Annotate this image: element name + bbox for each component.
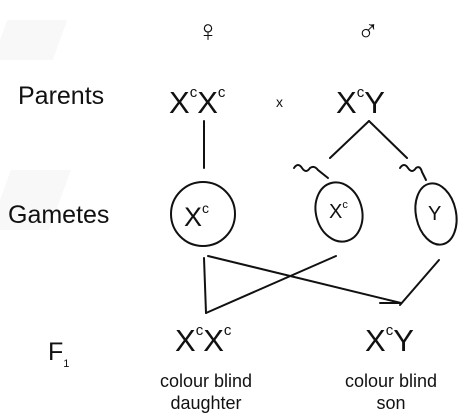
son-phenotype: colour blind son [331, 370, 451, 414]
sperm1-tail [293, 164, 329, 179]
son-genotype: XcY [365, 322, 414, 358]
daughter-phenotype-line2: daughter [170, 393, 242, 413]
line-male-to-sperm1 [329, 120, 370, 159]
sperm1-genotype: Xc [329, 199, 348, 223]
male-symbol-icon: ♂ [356, 15, 380, 48]
line-male-to-sperm2 [368, 120, 408, 159]
line-sperm1-to-daughter [205, 255, 337, 314]
daughter-genotype: XcXc [175, 322, 232, 358]
egg-cell [170, 181, 236, 247]
female-parent-genotype: XcXc [169, 84, 226, 120]
son-phenotype-line1: colour blind [344, 371, 438, 391]
daughter-phenotype: colour blind daughter [146, 370, 266, 414]
parents-label: Parents [18, 82, 105, 110]
egg-genotype: Xc [184, 200, 210, 232]
sperm1-head [314, 181, 364, 243]
female-symbol-icon: ♀ [196, 15, 220, 48]
line-sperm2-down [399, 259, 440, 306]
line-egg-down [203, 257, 207, 314]
line-egg-to-son [207, 255, 402, 304]
cross-symbol: x [276, 94, 283, 110]
son-phenotype-line2: son [376, 393, 406, 413]
daughter-phenotype-line1: colour blind [159, 371, 253, 391]
f1-label: F1 [48, 338, 70, 370]
sperm2-head [414, 182, 458, 246]
sperm2-genotype: Y [428, 203, 442, 225]
gametes-label: Gametes [8, 201, 110, 229]
male-parent-genotype: XcY [336, 84, 385, 120]
sperm2-tail [399, 164, 427, 181]
